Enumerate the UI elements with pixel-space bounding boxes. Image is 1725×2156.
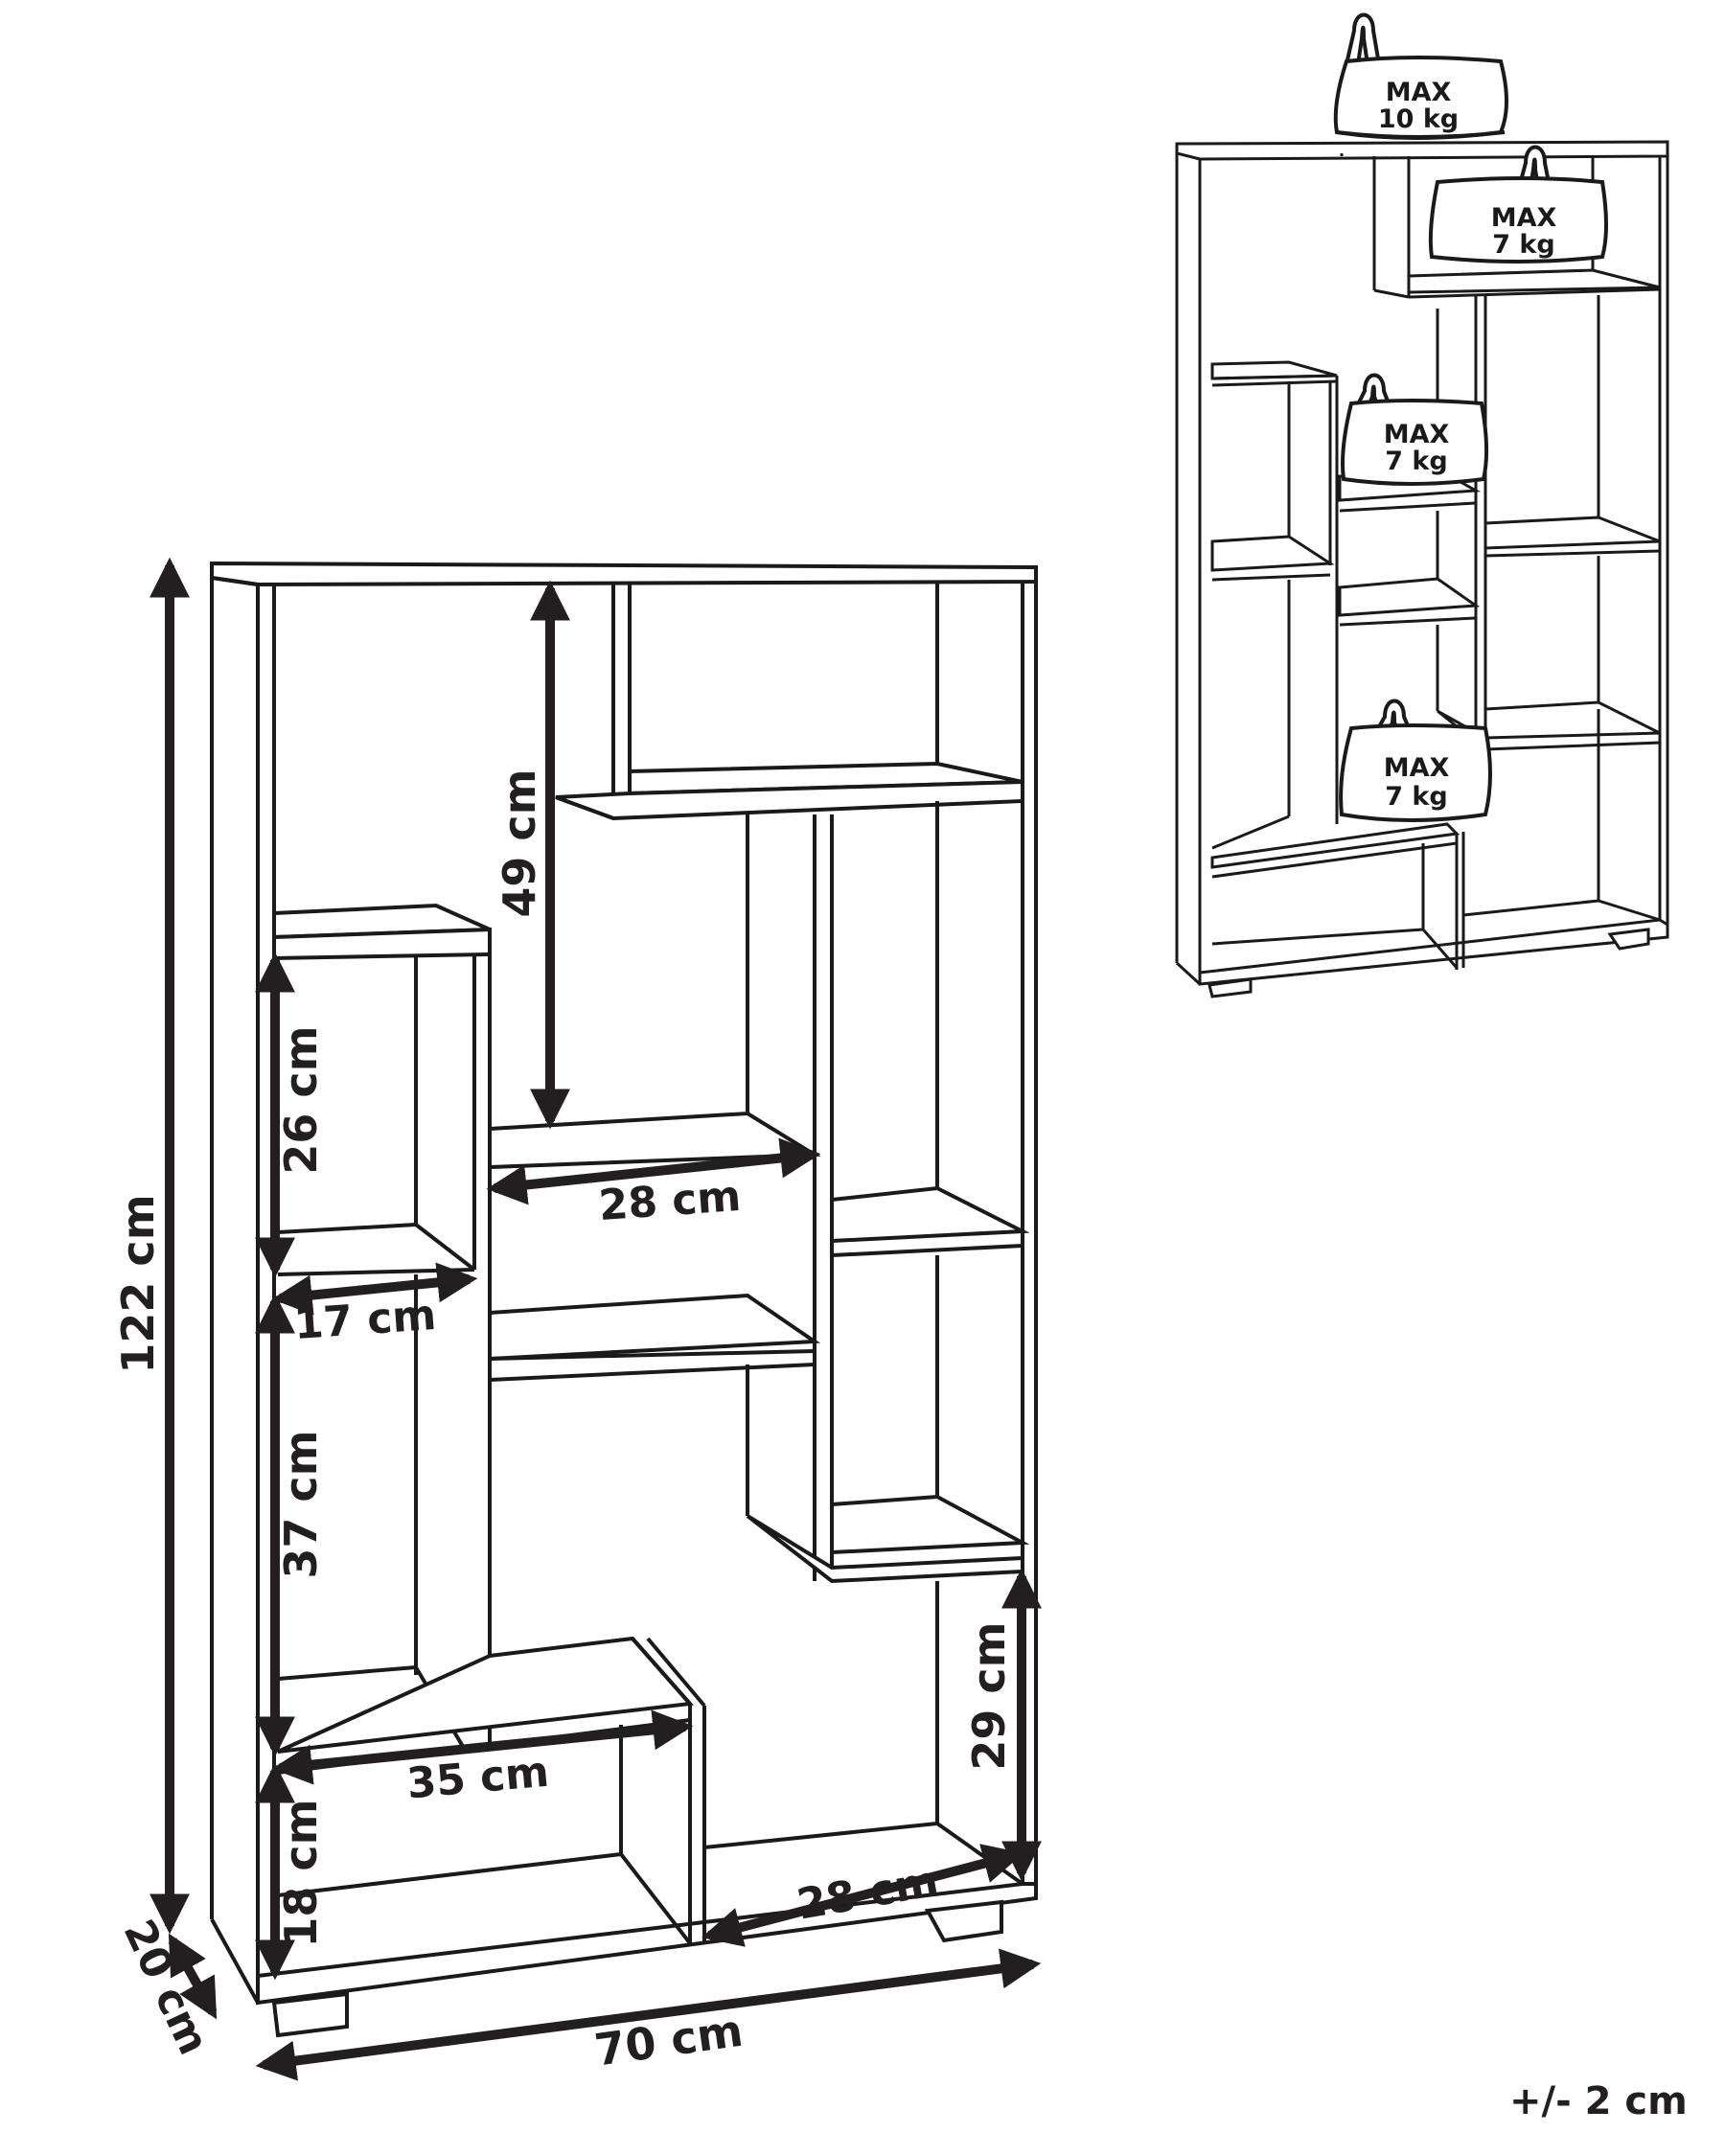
weight-lower-line1: MAX xyxy=(1384,753,1450,783)
weight-icon-upper-right: MAX 7 kg xyxy=(1428,145,1608,264)
dim-35cm-arrow xyxy=(271,1709,694,1785)
dimension-labels: 122 cm 49 cm 26 cm 17 cm 28 cm 37 cm 35 … xyxy=(112,768,1015,2076)
dim-28cm-mid-arrow xyxy=(486,1137,821,1205)
weight-top-line1: MAX xyxy=(1386,78,1452,107)
foot-right xyxy=(924,1899,1003,1943)
dim-28cm-bottom-arrow xyxy=(701,1844,1024,1947)
dim-20cm-arrow xyxy=(168,1933,218,2020)
label-28cm-mid: 28 cm xyxy=(597,1172,743,1230)
label-18cm: 18 cm xyxy=(275,1799,327,1947)
top-panel xyxy=(210,561,1038,587)
weight-icon-top: MAX 10 kg xyxy=(1333,12,1508,140)
dim-70cm-arrow xyxy=(255,1948,1042,2081)
label-17cm: 17 cm xyxy=(292,1291,438,1349)
label-49cm: 49 cm xyxy=(494,768,545,917)
dimension-lines xyxy=(150,557,1042,2081)
weight-middle-line2: 7 kg xyxy=(1385,447,1447,476)
weight-upper-right-line2: 7 kg xyxy=(1492,230,1554,260)
weight-middle-line1: MAX xyxy=(1384,420,1450,449)
label-37cm: 37 cm xyxy=(275,1430,327,1578)
label-26cm: 26 cm xyxy=(275,1025,327,1174)
foot-left xyxy=(271,1991,349,2038)
weight-icon-lower: MAX 7 kg xyxy=(1339,699,1492,822)
load-shelf-drawing xyxy=(1175,140,1669,998)
weight-top-line2: 10 kg xyxy=(1378,104,1459,134)
weight-icon-middle: MAX 7 kg xyxy=(1341,373,1489,486)
label-29cm: 29 cm xyxy=(963,1621,1015,1770)
dim-17cm-arrow xyxy=(271,1262,478,1316)
weight-lower-line2: 7 kg xyxy=(1385,782,1447,812)
tolerance-note: +/- 2 cm xyxy=(1509,2079,1688,2123)
weight-upper-right-line1: MAX xyxy=(1491,203,1557,233)
label-overall-height: 122 cm xyxy=(112,1194,164,1373)
